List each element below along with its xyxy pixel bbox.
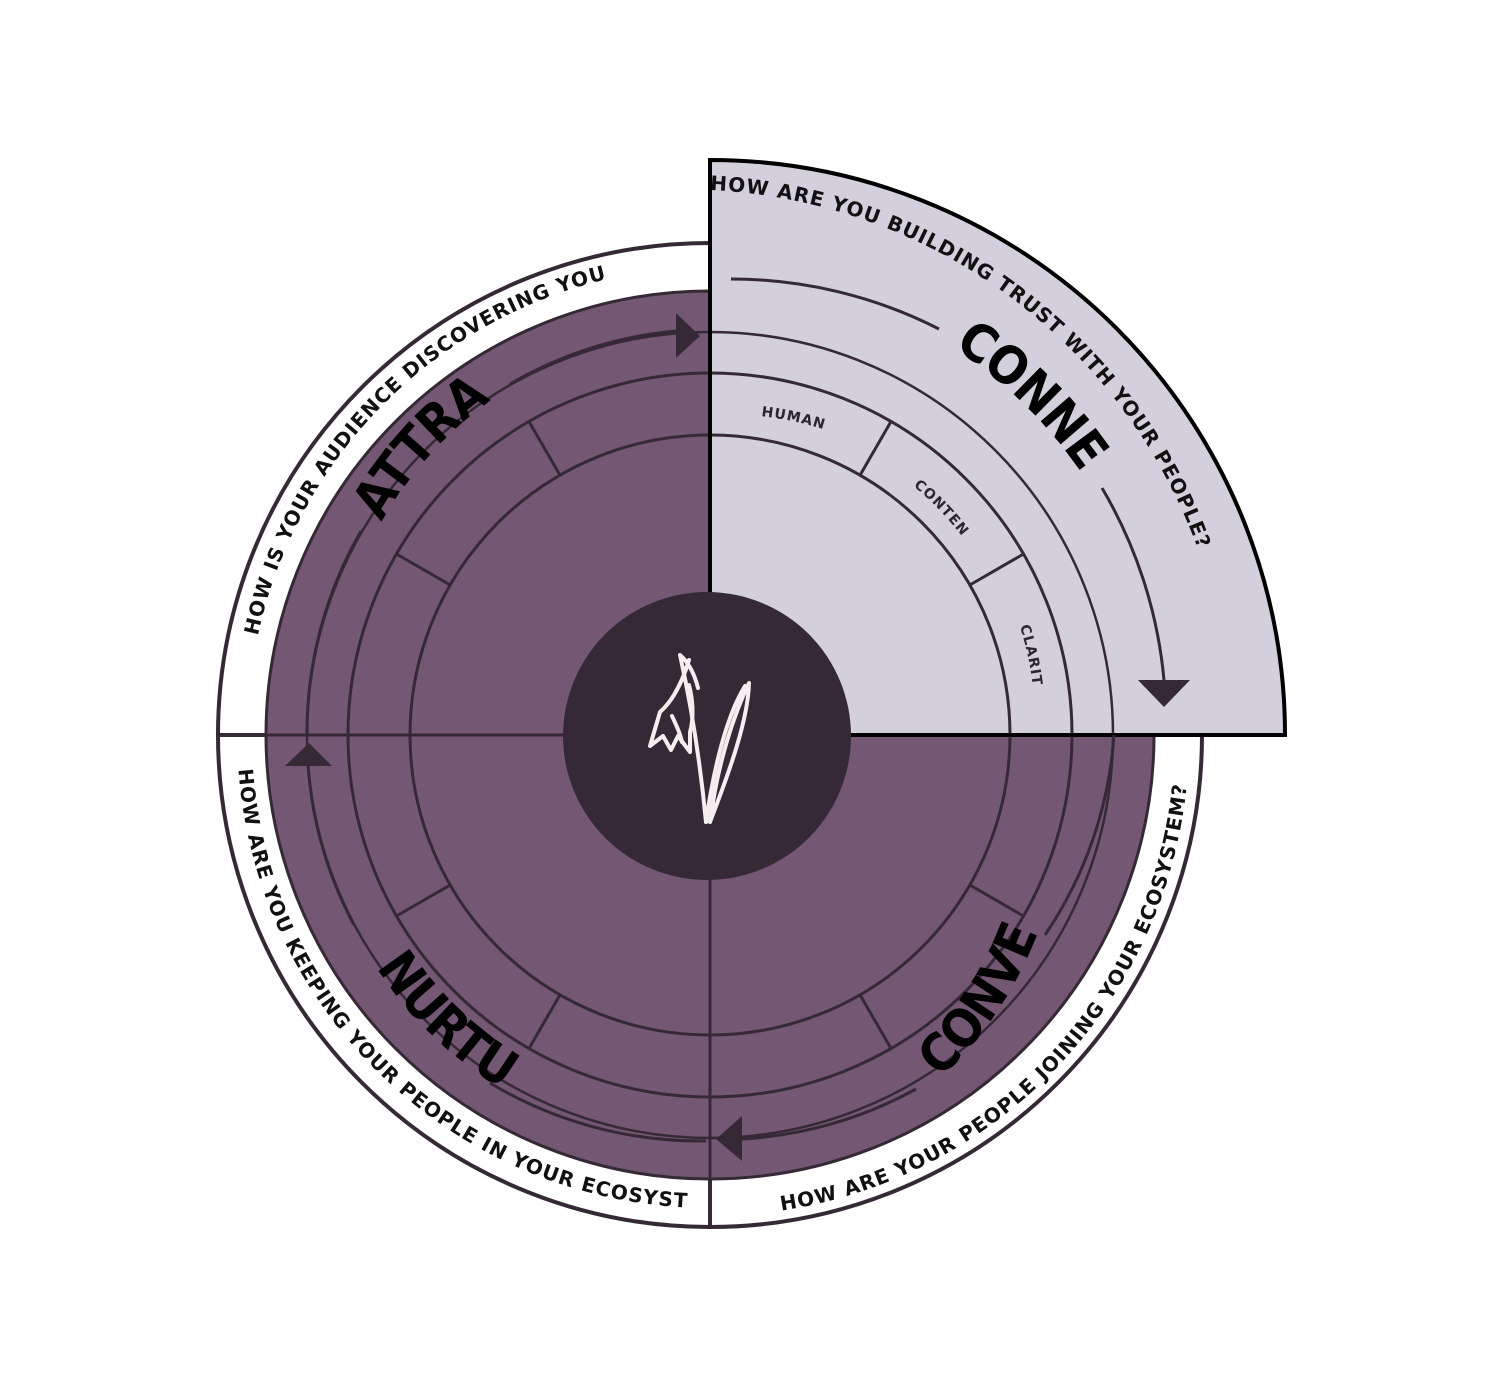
pillar-dividers <box>395 420 1025 1050</box>
snowdrop-flower-icon <box>648 653 751 824</box>
connect-wedge[interactable] <box>708 157 1288 737</box>
connect-arc-line <box>1100 487 1166 681</box>
attract-arc-line-lower <box>305 530 363 736</box>
attract-arrowhead <box>676 313 700 358</box>
arrow-heads <box>285 313 1190 1161</box>
center-circle <box>563 592 851 880</box>
convert-arc-line <box>741 1087 917 1141</box>
attract-arc-line <box>509 329 677 386</box>
convert-arc-line-lower <box>1043 734 1116 936</box>
connect-arc-line-top <box>730 277 940 331</box>
nurture-arc-line <box>306 764 356 926</box>
nurture-arc-line-lower <box>489 1081 707 1143</box>
nurture-arrowhead <box>285 743 332 766</box>
attract-stage-label[interactable]: ATTRACT <box>0 0 500 529</box>
connect-arrowhead <box>1138 680 1190 707</box>
flow-arrows <box>305 277 1166 1143</box>
convert-arrowhead <box>716 1116 742 1161</box>
purple-disc <box>264 289 1156 1181</box>
